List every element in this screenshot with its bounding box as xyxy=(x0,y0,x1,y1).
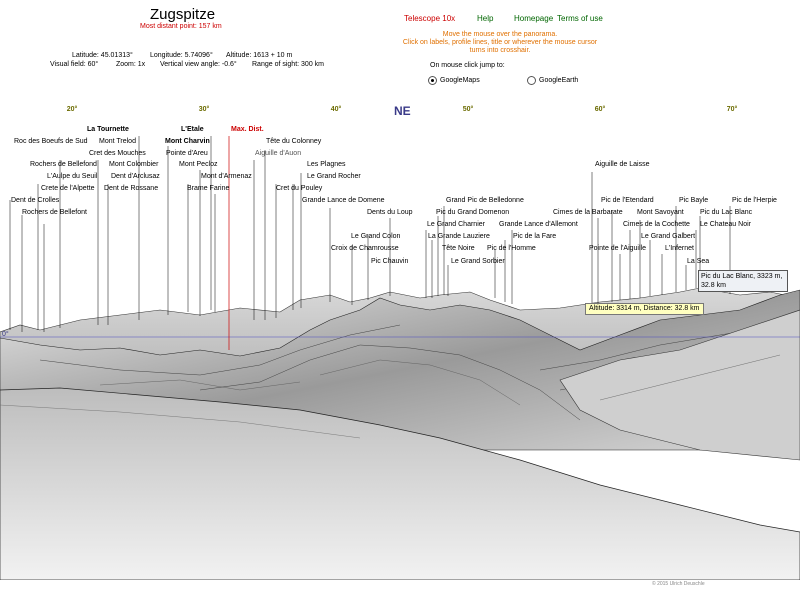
peak-label[interactable]: Cimes de la Cochette xyxy=(623,221,690,228)
peak-label[interactable]: La Tournette xyxy=(87,126,129,133)
peak-label[interactable]: Dent de Crolles xyxy=(11,197,60,204)
terms-link[interactable]: Terms of use xyxy=(557,14,603,23)
peak-label[interactable]: Croix de Chamrousse xyxy=(331,245,399,252)
peak-label[interactable]: La Grande Lauziere xyxy=(428,233,490,240)
peak-label[interactable]: Pic Bayle xyxy=(679,197,709,204)
peak-label[interactable]: Le Grand Galbert xyxy=(641,233,696,240)
help-link[interactable]: Help xyxy=(477,14,494,23)
peak-label[interactable]: Aiguille de Laisse xyxy=(595,161,650,168)
peak-label[interactable]: Grande Lance d'Allemont xyxy=(499,221,578,228)
peak-label[interactable]: Dent de Rossane xyxy=(104,185,159,192)
degree-tick: 40° xyxy=(330,106,342,113)
peak-label[interactable]: Mont Trelod xyxy=(99,138,136,145)
peak-label[interactable]: Aiguille d'Auon xyxy=(255,150,302,157)
peak-label[interactable]: La Sea xyxy=(687,258,710,265)
peak-label[interactable]: Pointe de l'Aiguille xyxy=(589,245,646,252)
peak-label[interactable]: Le Grand Sorbier xyxy=(451,258,505,265)
compass-direction: NE xyxy=(394,104,411,118)
peak-label[interactable]: Pic de l'Herpie xyxy=(732,197,777,204)
hint-line-3: turns into crosshair. xyxy=(469,47,531,54)
googleearth-label: GoogleEarth xyxy=(539,77,579,84)
horizon-degree-label: 0° xyxy=(2,331,9,338)
peak-label[interactable]: Mont Colombier xyxy=(109,161,159,168)
visual-field-readout: Visual field: 60° xyxy=(50,61,99,68)
peak-label[interactable]: Mont d'Armenaz xyxy=(201,173,252,180)
peak-label[interactable]: Le Grand Charnier xyxy=(427,221,485,228)
altitude-readout: Altitude: 1613 + 10 m xyxy=(226,52,293,59)
zoom-readout: Zoom: 1x xyxy=(116,61,146,68)
peak-label[interactable]: Pointe d'Areu xyxy=(166,150,208,157)
degree-tick: 70° xyxy=(726,106,738,113)
peak-label[interactable]: Les Plagnes xyxy=(307,161,346,168)
radio-unselected-icon[interactable] xyxy=(527,76,536,85)
degree-tick: 50° xyxy=(462,106,474,113)
range-readout: Range of sight: 300 km xyxy=(252,61,324,68)
longitude-readout: Longitude: 5.74096° xyxy=(150,52,213,59)
jump-label: On mouse click jump to: xyxy=(430,62,505,69)
peak-label[interactable]: Pic de l'Etendard xyxy=(601,197,654,204)
peak-label[interactable]: Crete de l'Alpette xyxy=(41,185,95,192)
peak-label[interactable]: Tête Noire xyxy=(442,245,475,252)
peak-label[interactable]: Pic du Grand Domenon xyxy=(436,209,510,216)
googleearth-radio[interactable]: GoogleEarth xyxy=(527,76,578,85)
googlemaps-label: GoogleMaps xyxy=(440,77,480,84)
cursor-readout: Altitude: 3314 m, Distance: 32.8 km xyxy=(585,303,704,315)
max-distance-label[interactable]: Max. Dist. xyxy=(231,126,264,133)
peak-label[interactable]: Pic Chauvin xyxy=(371,258,409,265)
peak-label[interactable]: Tête du Colonney xyxy=(266,138,322,145)
peak-label[interactable]: Brame Farine xyxy=(187,185,230,192)
degree-tick: 30° xyxy=(198,106,210,113)
degree-tick: 60° xyxy=(594,106,606,113)
peak-label[interactable]: Le Grand Rocher xyxy=(307,173,361,180)
peak-label[interactable]: Grand Pic de Belledonne xyxy=(446,197,524,204)
peak-label[interactable]: Pic du Lac Blanc xyxy=(700,209,753,216)
peak-label[interactable]: Le Grand Colon xyxy=(351,233,401,240)
copyright-text: © 2015 Ulrich Deuschle xyxy=(652,581,705,587)
most-distant-point: Most distant point: 157 km xyxy=(140,23,222,30)
peak-label[interactable]: Pic de la Fare xyxy=(513,233,557,240)
telescope-link[interactable]: Telescope 10x xyxy=(404,14,456,23)
hint-line-1: Move the mouse over the panorama. xyxy=(442,31,558,38)
degree-tick: 20° xyxy=(66,106,78,113)
googlemaps-radio[interactable]: GoogleMaps xyxy=(428,76,480,85)
peak-label[interactable]: Dents du Loup xyxy=(367,209,413,216)
peak-label[interactable]: L'Etale xyxy=(181,126,204,133)
peak-label[interactable]: Le Chateau Noir xyxy=(700,221,751,228)
peak-label[interactable]: Roc des Boeufs de Sud xyxy=(14,138,88,145)
peak-label[interactable]: Rochers de Bellefond xyxy=(30,161,97,168)
peak-label[interactable]: Cret des Mouches xyxy=(89,150,146,157)
peak-label[interactable]: L'Aulpe du Seuil xyxy=(47,173,98,180)
peak-label[interactable]: Mont Charvin xyxy=(165,138,210,145)
peak-label[interactable]: Cimes de la Barbarate xyxy=(553,209,623,216)
degree-ruler: 20° 30° 40° 50° 60° 70° xyxy=(0,100,800,120)
hint-line-2: Click on labels, profile lines, title or… xyxy=(402,39,598,46)
peak-label[interactable]: Mont Pecloz xyxy=(179,161,218,168)
vertical-angle-readout: Vertical view angle: -0.6° xyxy=(160,61,237,68)
radio-selected-icon[interactable] xyxy=(428,76,437,85)
peak-tooltip: Pic du Lac Blanc, 3323 m, 32.8 km xyxy=(698,270,788,292)
peak-label[interactable]: Mont Savoyant xyxy=(637,209,684,216)
latitude-readout: Latitude: 45.01313° xyxy=(72,52,133,59)
panorama-render[interactable] xyxy=(0,120,800,580)
peak-label[interactable]: Dent d'Arclusaz xyxy=(111,173,160,180)
homepage-link[interactable]: Homepage xyxy=(514,14,554,23)
peak-label[interactable]: L'Infernet xyxy=(665,245,694,252)
peak-label[interactable]: Grande Lance de Domene xyxy=(302,197,385,204)
peak-label[interactable]: Cret du Pouley xyxy=(276,185,323,192)
peak-label[interactable]: Pic de l'Homme xyxy=(487,245,536,252)
panorama-title[interactable]: Zugspitze xyxy=(150,6,216,23)
peak-label[interactable]: Rochers de Bellefont xyxy=(22,209,87,216)
